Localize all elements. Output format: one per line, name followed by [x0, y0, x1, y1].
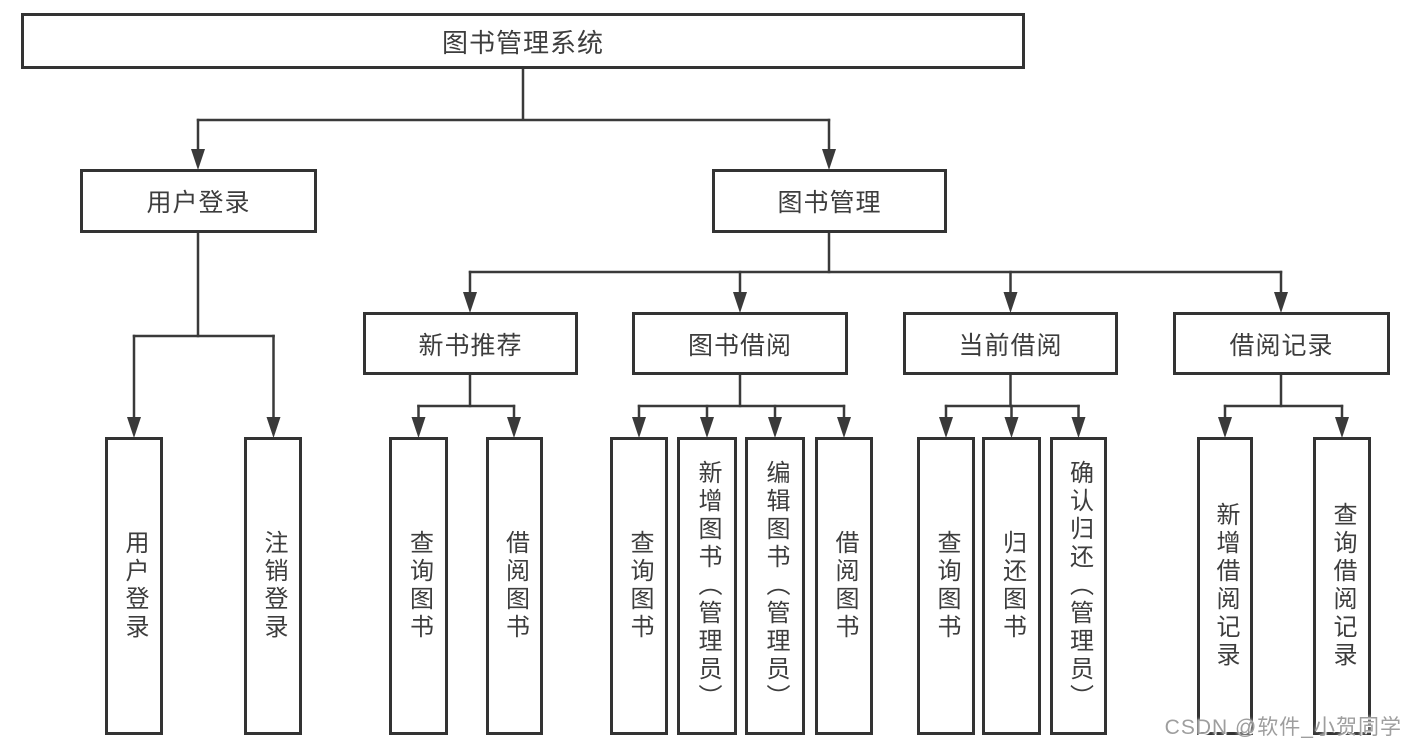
node-leaf-return-books-label: 归还图书 — [998, 530, 1026, 642]
node-leaf-query-borrow-record: 查询借阅记录 — [1313, 437, 1371, 735]
node-leaf-confirm-return-admin-label: 确认归还（管理员） — [1065, 460, 1093, 712]
arrow-to-leaf — [1335, 417, 1349, 438]
node-leaf-user-login-label: 用户登录 — [121, 530, 148, 642]
arrow-to-leaf — [1071, 417, 1086, 438]
node-book-borrowing: 图书借阅 — [632, 312, 848, 375]
arrow-to-leaf — [1218, 417, 1232, 438]
arrow-to-leaf — [768, 417, 782, 438]
node-leaf-query-books-recommend: 查询图书 — [389, 437, 448, 735]
node-root-system-label: 图书管理系统 — [441, 27, 604, 58]
arrow-to-leaf — [411, 417, 426, 438]
node-leaf-add-books-admin: 新增图书（管理员） — [677, 437, 737, 735]
arrow-to-leaf — [632, 417, 646, 438]
node-leaf-query-books-recommend-label: 查询图书 — [405, 530, 433, 642]
node-leaf-query-books-borrowing: 查询图书 — [610, 437, 668, 735]
arrow-to-leaf — [507, 417, 521, 438]
node-leaf-borrow-books-borrowing-label: 借阅图书 — [831, 530, 858, 642]
node-leaf-edit-books-admin: 编辑图书（管理员） — [745, 437, 805, 735]
node-user-login: 用户登录 — [80, 169, 317, 233]
node-new-book-recommend-label: 新书推荐 — [418, 331, 523, 360]
node-leaf-user-login: 用户登录 — [105, 437, 163, 735]
node-book-borrowing-label: 图书借阅 — [687, 331, 792, 360]
csdn-watermark: CSDN @软件_小贺同学 — [1164, 716, 1402, 739]
node-leaf-add-borrow-record-label: 新增借阅记录 — [1212, 502, 1239, 670]
node-leaf-edit-books-admin-label: 编辑图书（管理员） — [762, 460, 789, 712]
node-leaf-borrow-books-recommend: 借阅图书 — [486, 437, 543, 735]
arrow-to-leaf — [700, 417, 714, 438]
node-borrowing-records: 借阅记录 — [1173, 312, 1390, 375]
node-leaf-query-books-current: 查询图书 — [917, 437, 975, 735]
arrow-to-current — [1003, 292, 1018, 313]
arrow-to-leaf — [837, 417, 851, 438]
node-user-login-label: 用户登录 — [146, 189, 251, 217]
arrow-to-user-login — [191, 149, 205, 170]
arrow-to-leaf — [266, 417, 281, 438]
node-leaf-logout: 注销登录 — [244, 437, 302, 735]
node-leaf-query-books-current-label: 查询图书 — [933, 530, 960, 642]
arrow-to-leaf — [939, 417, 953, 438]
node-leaf-query-borrow-record-label: 查询借阅记录 — [1329, 502, 1356, 670]
node-leaf-borrow-books-recommend-label: 借阅图书 — [501, 530, 529, 642]
arrow-to-records — [1274, 292, 1288, 313]
node-book-management-label: 图书管理 — [777, 189, 882, 217]
node-new-book-recommend: 新书推荐 — [363, 312, 578, 375]
arrow-to-book-mgmt — [822, 149, 836, 170]
node-current-borrowing: 当前借阅 — [903, 312, 1118, 375]
arrow-to-leaf — [127, 417, 141, 438]
node-leaf-borrow-books-borrowing: 借阅图书 — [815, 437, 873, 735]
arrow-to-borrowing — [733, 292, 747, 313]
node-leaf-return-books: 归还图书 — [982, 437, 1041, 735]
node-leaf-confirm-return-admin: 确认归还（管理员） — [1050, 437, 1107, 735]
node-leaf-add-borrow-record: 新增借阅记录 — [1197, 437, 1253, 735]
node-book-management: 图书管理 — [712, 169, 947, 233]
node-root-system: 图书管理系统 — [21, 13, 1025, 69]
node-leaf-add-books-admin-label: 新增图书（管理员） — [694, 460, 721, 712]
node-leaf-query-books-borrowing-label: 查询图书 — [626, 530, 653, 642]
node-current-borrowing-label: 当前借阅 — [958, 331, 1063, 360]
node-leaf-logout-label: 注销登录 — [260, 530, 287, 642]
arrow-to-leaf — [1004, 417, 1019, 438]
node-borrowing-records-label: 借阅记录 — [1229, 331, 1334, 360]
arrow-to-recommend — [463, 292, 477, 313]
